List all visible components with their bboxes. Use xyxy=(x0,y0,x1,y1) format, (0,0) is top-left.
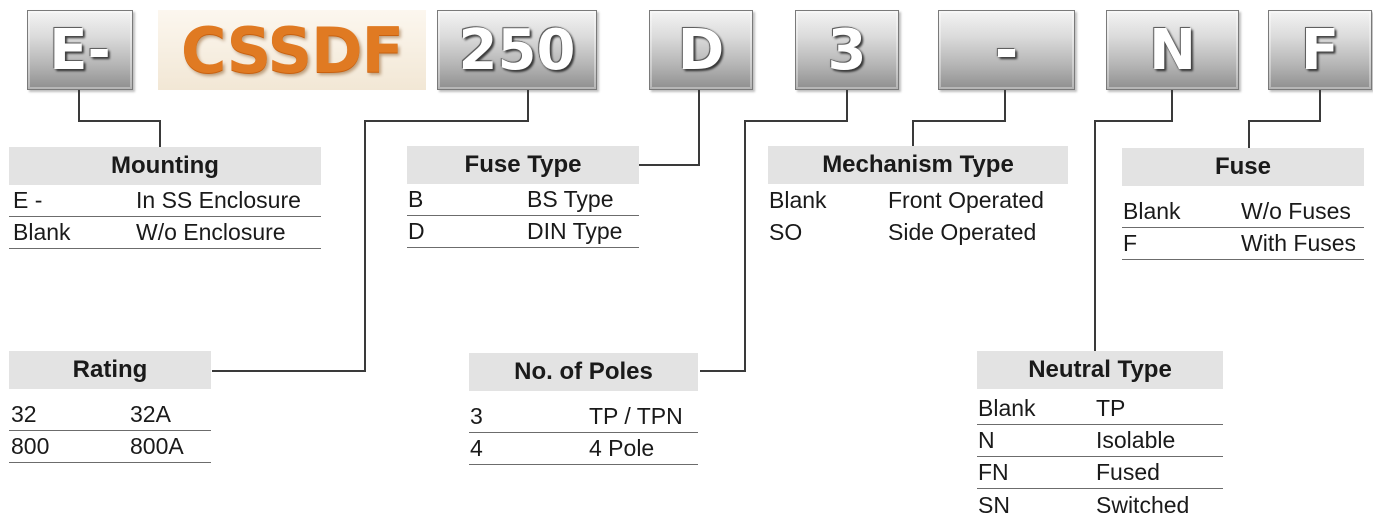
legend-value: Fused xyxy=(1096,459,1160,485)
legend-fuse: Fuse Blank W/o Fuses F With Fuses xyxy=(1122,148,1364,260)
legend-key: 32 xyxy=(11,401,37,427)
legend-title: No. of Poles xyxy=(469,353,698,391)
legend-key: N xyxy=(978,427,995,453)
connector-fuse-type xyxy=(639,90,700,166)
legend-title: Fuse xyxy=(1122,148,1364,186)
legend-value: Front Operated xyxy=(888,186,1044,213)
legend-value: 800A xyxy=(130,433,184,459)
legend-key: SN xyxy=(978,491,1010,518)
legend-value: Side Operated xyxy=(888,218,1037,245)
connector-mounting xyxy=(78,90,161,148)
legend-key: Blank xyxy=(978,395,1036,421)
legend-mechanism-type: Mechanism Type Blank Front Operated SO S… xyxy=(768,146,1068,248)
legend-key: D xyxy=(408,218,425,244)
legend-key: 3 xyxy=(470,403,483,429)
legend-row: Blank W/o Enclosure xyxy=(9,217,321,249)
legend-row: B BS Type xyxy=(407,184,639,216)
legend-row: SN Switched xyxy=(977,489,1223,521)
code-box-fuse-type: D xyxy=(649,10,753,90)
legend-value: 4 Pole xyxy=(589,435,655,461)
legend-row: Blank TP xyxy=(977,393,1223,425)
legend-key: SO xyxy=(769,218,803,245)
legend-mounting: Mounting E - In SS Enclosure Blank W/o E… xyxy=(9,147,321,249)
legend-row: Blank W/o Fuses xyxy=(1122,196,1364,228)
code-box-mechanism: - xyxy=(938,10,1075,90)
legend-row: 4 4 Pole xyxy=(469,433,698,465)
legend-poles: No. of Poles 3 TP / TPN 4 4 Pole xyxy=(469,353,698,465)
legend-value: BS Type xyxy=(527,186,614,212)
legend-row: E - In SS Enclosure xyxy=(9,185,321,217)
legend-value: 32A xyxy=(130,401,171,427)
legend-row: F With Fuses xyxy=(1122,228,1364,260)
code-box-neutral: N xyxy=(1106,10,1239,90)
code-box-rating: 250 xyxy=(437,10,597,90)
legend-key: E - xyxy=(13,187,43,213)
legend-value: DIN Type xyxy=(527,218,623,244)
legend-value: In SS Enclosure xyxy=(136,187,301,213)
legend-neutral-type: Neutral Type Blank TP N Isolable FN Fuse… xyxy=(977,351,1223,521)
legend-row: FN Fused xyxy=(977,457,1223,489)
legend-key: Blank xyxy=(13,219,71,245)
legend-row: 800 800A xyxy=(9,431,211,463)
legend-value: W/o Fuses xyxy=(1241,198,1351,224)
legend-row: D DIN Type xyxy=(407,216,639,248)
legend-row: 3 TP / TPN xyxy=(469,401,698,433)
legend-title: Rating xyxy=(9,351,211,389)
brand-logo: CSSDF xyxy=(158,10,426,90)
legend-row: SO Side Operated xyxy=(768,216,1068,248)
legend-title: Mounting xyxy=(9,147,321,185)
connector-fuse xyxy=(1248,90,1321,150)
legend-value: Switched xyxy=(1096,491,1190,518)
legend-key: Blank xyxy=(769,186,827,213)
legend-row: N Isolable xyxy=(977,425,1223,457)
legend-title: Fuse Type xyxy=(407,146,639,184)
legend-value: W/o Enclosure xyxy=(136,219,286,245)
legend-value: Isolable xyxy=(1096,427,1176,453)
code-box-poles: 3 xyxy=(795,10,899,90)
legend-key: F xyxy=(1123,230,1138,256)
legend-key: Blank xyxy=(1123,198,1181,224)
code-box-prefix: E- xyxy=(27,10,133,90)
code-box-fuse: F xyxy=(1268,10,1372,90)
legend-key: FN xyxy=(978,459,1009,485)
legend-key: 800 xyxy=(11,433,50,459)
connector-mechanism xyxy=(912,90,1006,148)
legend-value: With Fuses xyxy=(1241,230,1357,256)
legend-fuse-type: Fuse Type B BS Type D DIN Type xyxy=(407,146,639,248)
legend-value: TP / TPN xyxy=(589,403,683,429)
legend-title: Neutral Type xyxy=(977,351,1223,389)
legend-value: TP xyxy=(1096,395,1126,421)
legend-row: 32 32A xyxy=(9,399,211,431)
legend-rating: Rating 32 32A 800 800A xyxy=(9,351,211,463)
legend-key: B xyxy=(408,186,424,212)
legend-key: 4 xyxy=(470,435,483,461)
legend-row: Blank Front Operated xyxy=(768,184,1068,216)
legend-title: Mechanism Type xyxy=(768,146,1068,184)
